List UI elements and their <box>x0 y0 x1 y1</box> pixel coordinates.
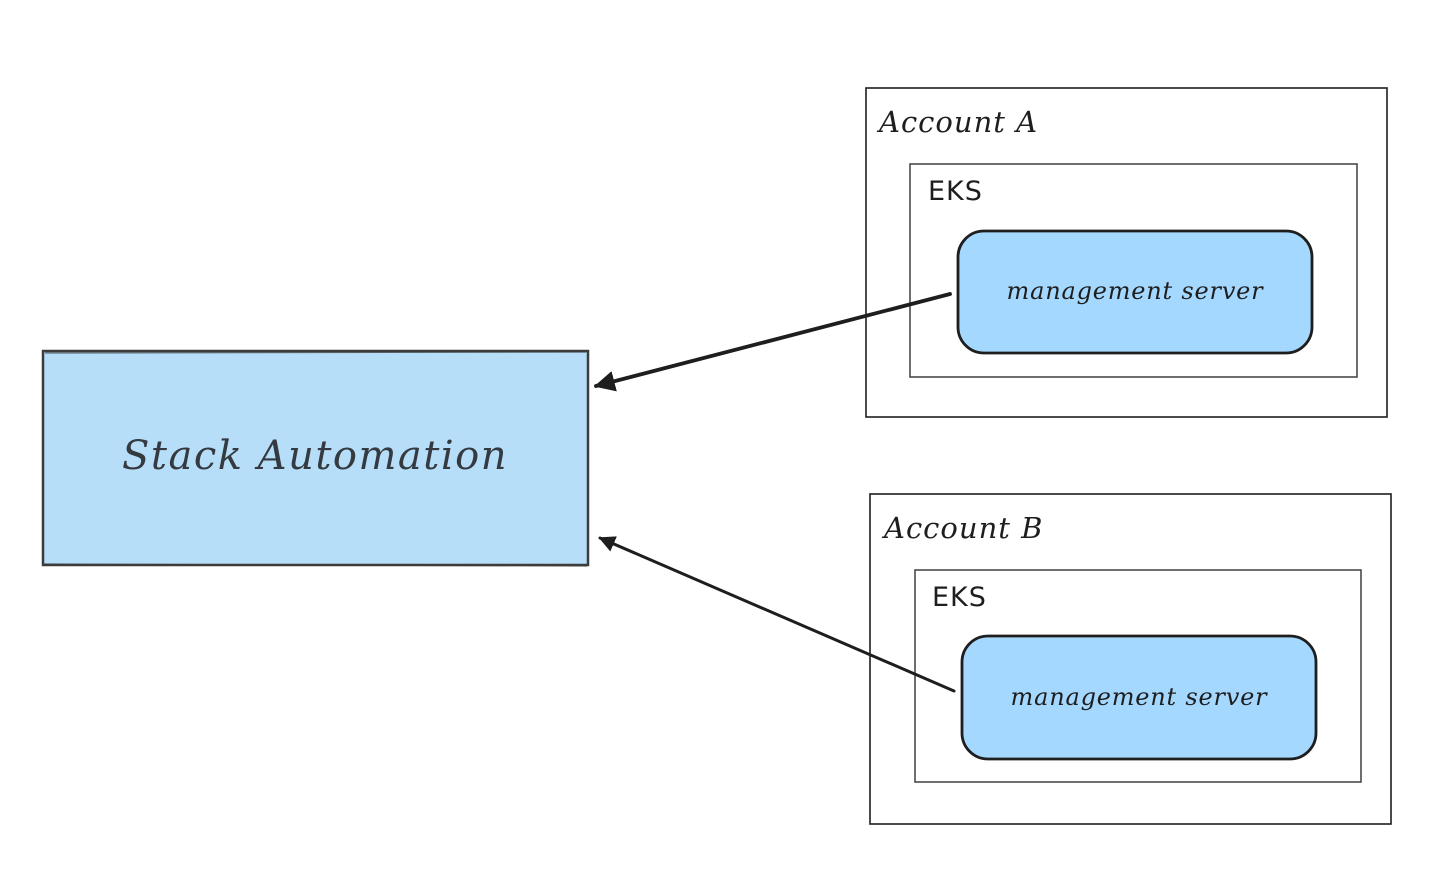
stack-automation-sketch-edge <box>43 351 588 567</box>
account-a-container[interactable]: Account A EKS management server <box>865 87 1388 418</box>
account-b-box <box>869 493 1392 825</box>
account-a-eks-label: EKS <box>928 176 983 207</box>
account-b-eks-box <box>914 569 1362 783</box>
account-b-container[interactable]: Account B EKS management server <box>869 493 1392 825</box>
arrow-account-b-to-stack-automation[interactable] <box>598 536 956 693</box>
account-b-eks-label: EKS <box>932 582 987 613</box>
account-b-management-server-label: management server <box>1011 683 1269 711</box>
account-a-box <box>865 87 1388 418</box>
account-a-management-server[interactable]: management server <box>956 229 1314 355</box>
stack-automation-box <box>41 349 590 567</box>
account-a-label: Account A <box>876 105 1038 139</box>
account-a-management-server-box <box>956 229 1314 355</box>
stack-automation-label: Stack Automation <box>122 433 508 479</box>
stack-automation-node[interactable]: Stack Automation <box>41 349 590 567</box>
account-b-management-server-box <box>960 634 1318 761</box>
account-b-management-server[interactable]: management server <box>960 634 1318 761</box>
account-a-management-server-label: management server <box>1007 277 1265 305</box>
account-a-eks-box <box>909 163 1358 378</box>
account-b-eks-container[interactable]: EKS management server <box>914 569 1362 783</box>
arrow-account-a-to-stack-automation[interactable] <box>593 292 952 392</box>
account-a-eks-container[interactable]: EKS management server <box>909 163 1358 378</box>
account-b-label: Account B <box>881 511 1043 545</box>
